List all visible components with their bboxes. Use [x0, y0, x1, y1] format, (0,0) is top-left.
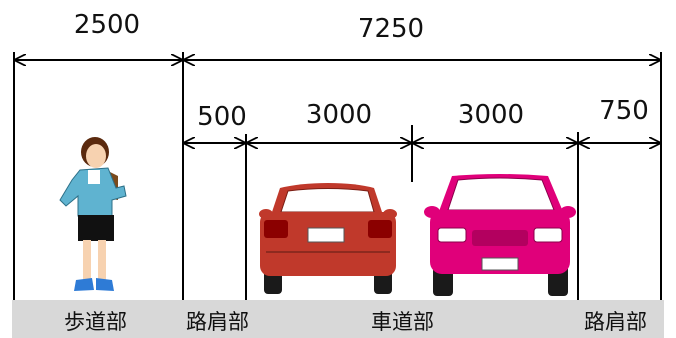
pedestrian-icon — [59, 137, 127, 291]
dimension-label-sidewalk: 2500 — [74, 10, 140, 40]
car-front-mirror-right — [560, 206, 576, 218]
car-front-grille — [472, 230, 528, 246]
dimension-label-lane-2: 3000 — [458, 100, 524, 130]
car-front-icon — [424, 174, 576, 296]
car-front-headlight-right — [533, 227, 563, 243]
zone-label-right-shoulder: 路肩部 — [584, 310, 647, 334]
car-front-headlight-left — [437, 227, 467, 243]
zone-label-carriageway: 車道部 — [371, 310, 434, 334]
car-rear-icon — [259, 183, 397, 294]
dimension-label-left-shoulder: 500 — [197, 102, 247, 132]
pedestrian-shirt — [88, 170, 100, 184]
boundary-lines — [13, 52, 662, 300]
zone-label-sidewalk: 歩道部 — [64, 310, 127, 334]
pedestrian-leg-right — [98, 240, 106, 280]
zone-label-left-shoulder: 路肩部 — [186, 310, 249, 334]
car-rear-mirror-right — [383, 209, 397, 219]
car-rear-body — [260, 212, 396, 276]
car-rear-light-left — [264, 220, 288, 238]
dimension-lines — [15, 60, 660, 143]
pedestrian-leg-left — [83, 240, 91, 280]
car-rear-light-right — [368, 220, 392, 238]
pedestrian-face — [86, 144, 106, 168]
car-rear-mirror-left — [259, 209, 273, 219]
car-rear-window — [280, 188, 375, 213]
dimension-label-right-shoulder: 750 — [599, 96, 649, 126]
pedestrian-shoe-left — [74, 278, 94, 291]
pedestrian-shoe-right — [96, 278, 114, 291]
pedestrian-pants — [78, 215, 114, 241]
dimension-label-roadway-total: 7250 — [358, 14, 424, 44]
car-front-windshield — [447, 177, 555, 211]
dimension-label-lane-1: 3000 — [306, 100, 372, 130]
car-front-plate — [481, 257, 519, 271]
car-front-mirror-left — [424, 206, 440, 218]
car-rear-plate — [307, 227, 345, 243]
ground-strip — [12, 300, 664, 338]
